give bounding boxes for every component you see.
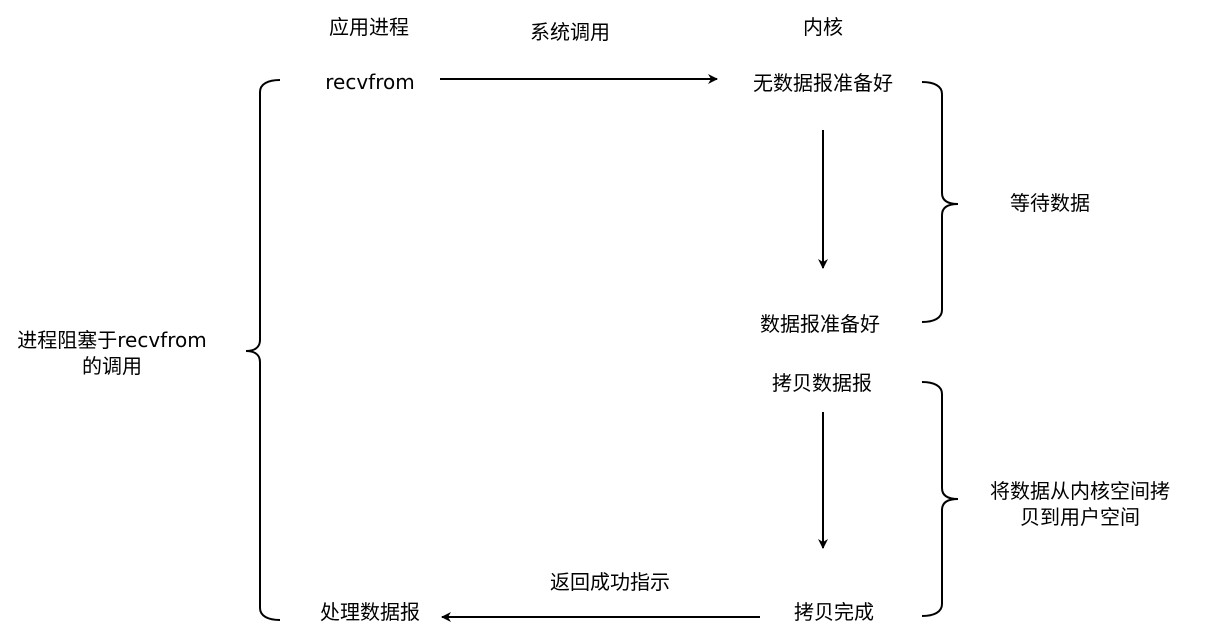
process-datagram-node: 处理数据报: [320, 600, 420, 624]
kernel-header: 内核: [803, 15, 843, 39]
blocked-caption: 进程阻塞于recvfrom 的调用: [17, 327, 206, 379]
app-process-header: 应用进程: [329, 15, 409, 39]
blocked-caption-line2: 的调用: [82, 354, 142, 378]
syscall-label: 系统调用: [530, 20, 610, 44]
copy-data-caption: 将数据从内核空间拷 贝到用户空间: [990, 478, 1170, 530]
wait-data-brace: [921, 81, 959, 323]
no-datagram-ready-node: 无数据报准备好: [753, 71, 893, 95]
wait-data-caption: 等待数据: [1010, 191, 1090, 215]
copy-data-caption-line1: 将数据从内核空间拷: [990, 479, 1170, 503]
blocked-caption-line1: 进程阻塞于recvfrom: [17, 328, 207, 352]
return-success-label: 返回成功指示: [550, 570, 670, 594]
copy-complete-node: 拷贝完成: [794, 600, 874, 624]
copy-data-caption-line2: 贝到用户空间: [1020, 505, 1140, 529]
blocked-brace: [245, 79, 281, 621]
copy-datagram-node: 拷贝数据报: [772, 371, 872, 395]
datagram-ready-node: 数据报准备好: [760, 312, 880, 336]
recvfrom-node: recvfrom: [325, 70, 415, 94]
copy-data-brace: [921, 381, 959, 617]
